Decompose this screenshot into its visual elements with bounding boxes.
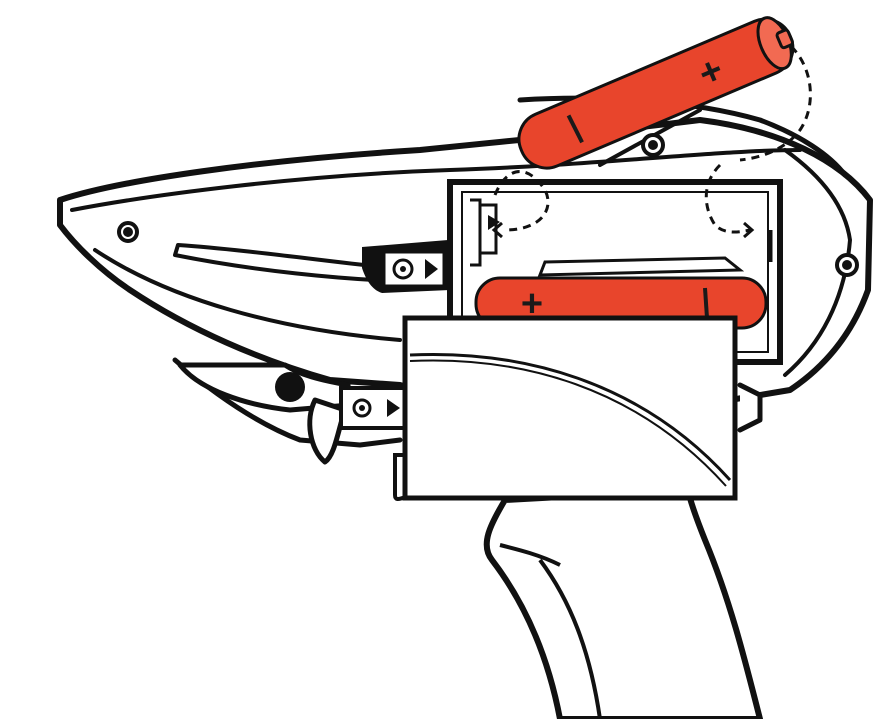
- release-button-lower: [341, 388, 411, 428]
- battery-cover: [395, 318, 735, 499]
- lock-button: [275, 372, 305, 402]
- trigger-icon: [180, 365, 350, 462]
- battery-minus-sign: [705, 288, 707, 318]
- release-button-upper: [362, 240, 450, 293]
- handle-grip: [487, 490, 760, 719]
